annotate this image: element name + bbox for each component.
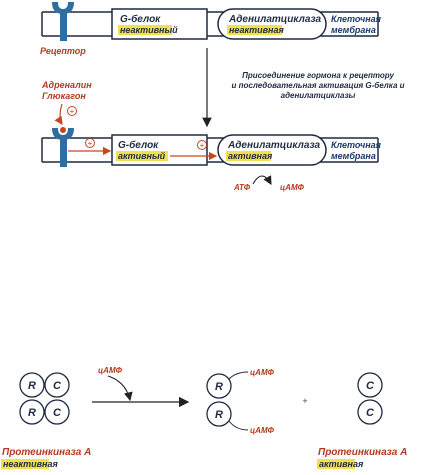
subunit-label: C <box>53 407 62 419</box>
adenylate-cyclase-state: активная <box>228 151 273 161</box>
connector-line <box>228 420 249 431</box>
caption-line: Присоединение гормона к рецептору <box>242 71 394 80</box>
regulatory-subunit <box>19 399 45 425</box>
subunit-label: R <box>215 409 223 421</box>
highlight <box>317 459 355 469</box>
kinase-inactive-state: неактивная <box>3 459 58 469</box>
camp-binding-arrow <box>107 375 133 402</box>
subunit-label: C <box>53 380 62 392</box>
subunit-label: C <box>366 380 375 392</box>
g-protein-state: активный <box>118 151 166 161</box>
subunit-label: R <box>28 407 36 419</box>
plus-sign: + <box>88 139 93 148</box>
transition-caption: Присоединение гормона к рецептору и посл… <box>232 71 405 100</box>
atp-label: АТФ <box>233 183 251 192</box>
camp-label: цАМФ <box>250 426 275 435</box>
connector-line <box>228 371 249 380</box>
highlight <box>116 151 168 161</box>
subunit-label: R <box>215 381 223 393</box>
kinase-regulatory-complex: R R цАМФ цАМФ <box>206 368 275 435</box>
panel-inactive: Рецептор G-белок неактивный Аденилатцикл… <box>40 2 382 56</box>
plus-circle-icon <box>85 138 95 148</box>
hormone-icon <box>60 127 66 133</box>
subunit-label: C <box>366 407 375 419</box>
regulatory-subunit <box>19 372 45 398</box>
kinase-inactive-name: Протеинкиназа А <box>2 447 91 458</box>
catalytic-subunit <box>357 399 383 425</box>
caption-line: и последовательная активация G-белка и <box>232 81 405 90</box>
conversion-arrow <box>252 175 272 185</box>
receptor-icon <box>52 2 74 41</box>
kinase-active-name: Протеинкиназа А <box>318 447 407 458</box>
g-protein-name: G-белок <box>120 13 161 25</box>
catalytic-subunit <box>357 372 383 398</box>
kinase-inactive-complex: R C R C <box>19 372 70 425</box>
plus-sign: + <box>70 107 75 116</box>
highlight <box>118 25 172 35</box>
membrane-label: мембрана <box>331 151 376 161</box>
caption-line: аденилатциклазы <box>281 91 356 100</box>
kinase-catalytic-complex: C C <box>357 372 383 425</box>
adenylate-cyclase-name: Аденилатциклаза <box>228 14 322 25</box>
g-protein-name: G-белок <box>118 139 159 151</box>
camp-label: цАМФ <box>250 368 275 377</box>
subunit-label: R <box>28 380 36 392</box>
hormone-arrow <box>54 103 63 125</box>
highlight <box>226 151 271 161</box>
receptor-label: Рецептор <box>40 46 86 56</box>
g-protein-state: неактивный <box>120 25 178 35</box>
regulatory-subunit <box>206 373 232 399</box>
camp-label: цАМФ <box>280 183 305 192</box>
highlight <box>1 459 49 469</box>
adenylate-cyclase-name: Аденилатциклаза <box>227 140 321 151</box>
plus-sign: + <box>200 141 205 150</box>
plus-circle-icon <box>197 140 207 150</box>
regulatory-subunit <box>206 401 232 427</box>
kinase-active-state: активная <box>319 459 364 469</box>
kinase-section: R C R C цАМФ R R цАМФ цАМФ + C C <box>1 366 407 469</box>
plus-sign: + <box>302 396 307 406</box>
plus-circle-icon <box>67 106 77 116</box>
membrane-label: мембрана <box>331 25 376 35</box>
catalytic-subunit <box>44 372 70 398</box>
catalytic-subunit <box>44 399 70 425</box>
panel-active: Адреналин Глюкагон + + G-белок активный … <box>41 80 382 192</box>
membrane-label: Клеточная <box>331 14 382 24</box>
receptor-icon <box>52 127 74 167</box>
adenylate-cyclase-state: неактивная <box>229 25 284 35</box>
hormone-label: Глюкагон <box>42 91 86 101</box>
highlight <box>227 25 282 35</box>
membrane-label: Клеточная <box>331 140 382 150</box>
camp-label: цАМФ <box>98 366 123 375</box>
hormone-label: Адреналин <box>41 80 92 90</box>
